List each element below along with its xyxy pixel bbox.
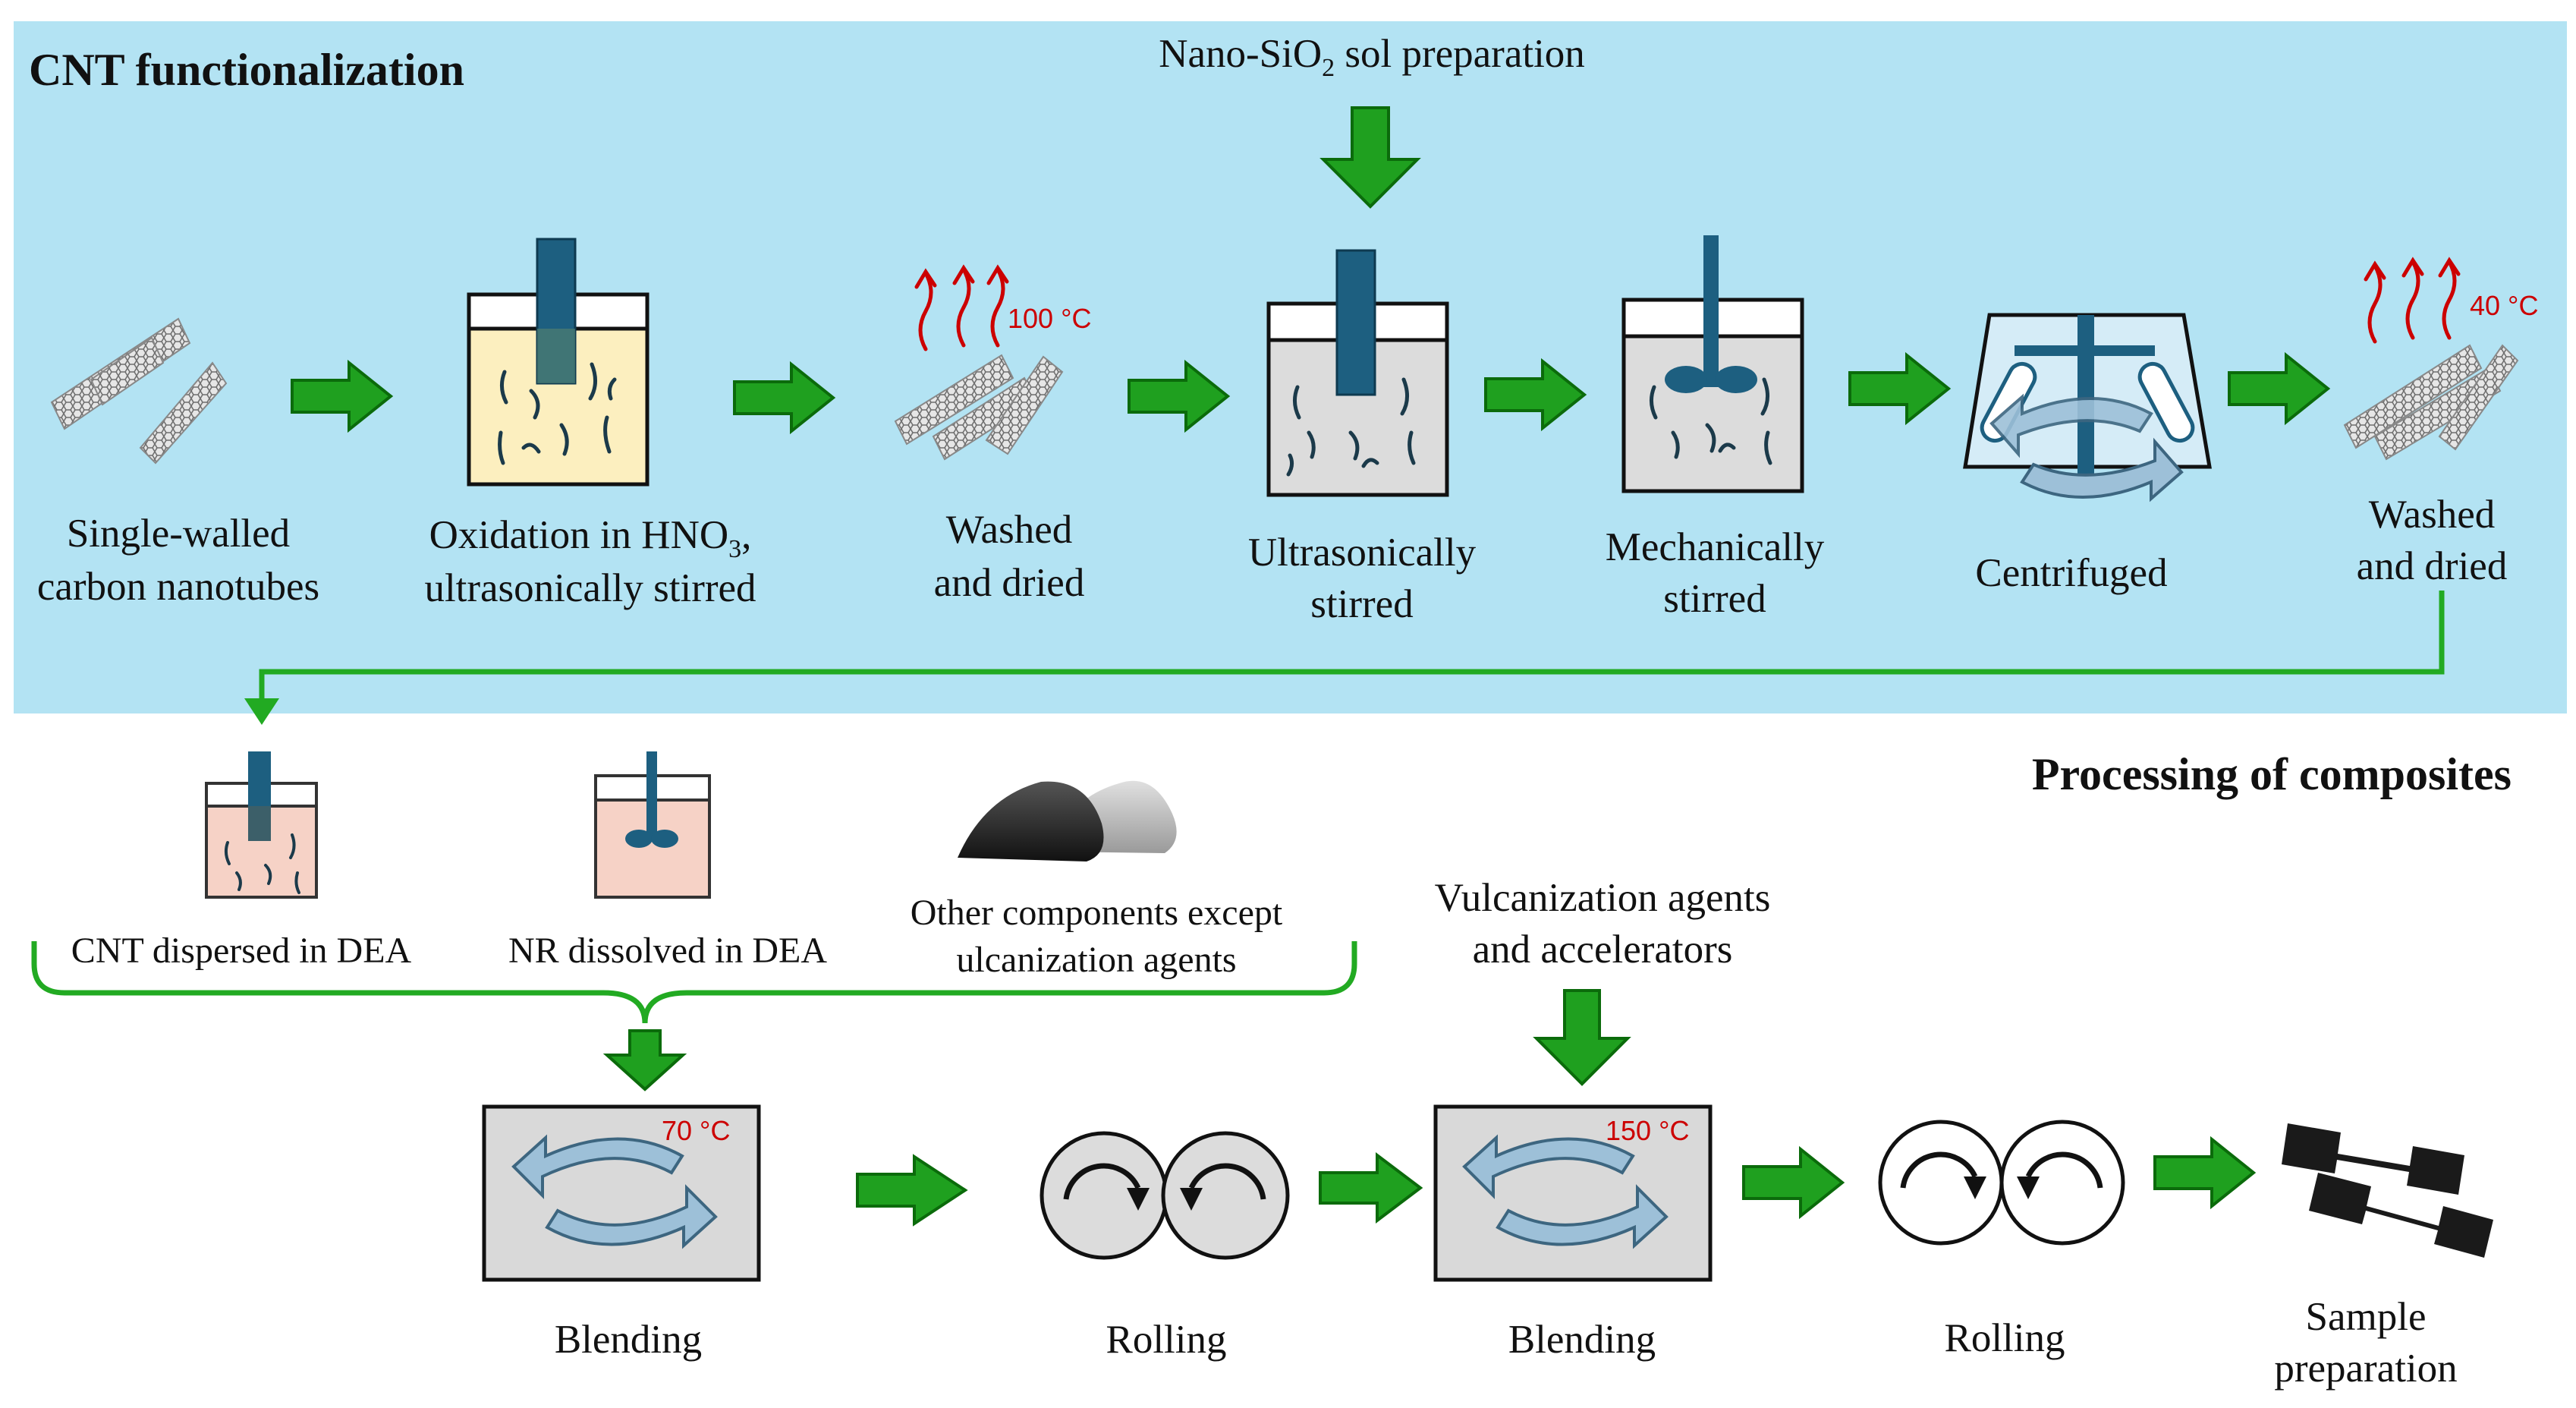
- flow-arrow: [856, 1154, 968, 1227]
- blending-mixer-icon: [1433, 1104, 1713, 1282]
- rolling-mill-icon: [1040, 1131, 1290, 1260]
- temp-label: 70 °C: [662, 1115, 730, 1146]
- processing-title: Processing of composites: [2032, 749, 2512, 799]
- vulcanization-label-line2: and accelerators: [1473, 928, 1733, 972]
- powder-piles-icon: [958, 780, 1177, 861]
- step5-label-line2: stirred: [1663, 577, 1766, 621]
- connector-arrowhead: [244, 698, 279, 725]
- vulcanization-label-line1: Vulcanization agents: [1435, 876, 1771, 920]
- flow-arrow: [1484, 358, 1587, 432]
- blending-label: Blending: [1508, 1318, 1656, 1362]
- step3-label-line1: Washed: [946, 508, 1072, 552]
- temp-label: 150 °C: [1606, 1115, 1689, 1146]
- flow-arrow: [2153, 1136, 2257, 1210]
- cnt-bundle-icon: [50, 317, 228, 465]
- blending-label: Blending: [555, 1318, 702, 1362]
- flow-arrow: [2228, 351, 2331, 426]
- merge-down-arrow: [602, 1029, 687, 1091]
- heat-waves-icon: [914, 264, 1009, 351]
- sio2-input-label: Nano-SiO2 sol preparation: [1159, 32, 1585, 82]
- temp-label: 40 °C: [2470, 290, 2538, 321]
- flow-arrow: [1742, 1145, 1845, 1220]
- step1-label-line2: carbon nanotubes: [37, 565, 319, 609]
- rolling-mill-icon: [1878, 1120, 2125, 1246]
- merge-bracket: [31, 941, 1357, 1024]
- flow-arrow: [733, 361, 836, 435]
- cnt-dea-beaker-icon: [205, 751, 318, 899]
- step4-label-line2: stirred: [1310, 582, 1413, 626]
- sample-label-line1: Sample: [2306, 1295, 2427, 1339]
- flow-arrow: [1128, 359, 1231, 433]
- step5-label-line1: Mechanically: [1606, 525, 1825, 569]
- other-components-label-line1: Other components except: [911, 893, 1283, 933]
- step3-label-line2: and dried: [934, 561, 1085, 605]
- flow-arrow: [1848, 351, 1952, 426]
- heat-waves-icon: [2364, 257, 2461, 344]
- other-components-label-line2: ulcanization agents: [956, 940, 1236, 980]
- dumbbell-specimen-icon: [2282, 1123, 2493, 1258]
- cnt-bundle-icon: [2343, 344, 2519, 461]
- blending-mixer-icon: [482, 1104, 761, 1282]
- nr-dea-beaker-icon: [594, 751, 711, 899]
- step2-label-line1: Oxidation in HNO3,: [429, 513, 752, 563]
- step7-label-line1: Washed: [2369, 493, 2495, 537]
- cnt-bundle-icon: [894, 354, 1064, 461]
- temp-label: 100 °C: [1008, 303, 1091, 334]
- step7-label-line2: and dried: [2357, 544, 2508, 588]
- step1-label-line1: Single-walled: [67, 512, 290, 556]
- flow-arrow: [291, 359, 394, 433]
- step2-label-line2: ultrasonically stirred: [424, 566, 756, 610]
- return-connector: [259, 591, 2445, 706]
- functionalization-title: CNT functionalization: [29, 45, 464, 95]
- step6-label-line1: Centrifuged: [1975, 551, 2167, 595]
- cnt-dea-label: CNT dispersed in DEA: [71, 931, 412, 971]
- mechanical-stirrer-beaker-icon: [1621, 235, 1804, 493]
- rolling-label: Rolling: [1106, 1318, 1226, 1362]
- centrifuge-icon: [1963, 313, 2212, 502]
- flow-arrow: [1319, 1151, 1423, 1224]
- vulcanization-down-arrow: [1533, 989, 1631, 1086]
- oxidation-beaker-icon: [467, 238, 650, 487]
- nr-dea-label: NR dissolved in DEA: [508, 931, 827, 971]
- rolling-label: Rolling: [1944, 1316, 2065, 1360]
- step4-label-line1: Ultrasonically: [1248, 531, 1477, 575]
- sio2-down-arrow: [1319, 106, 1421, 209]
- ultrasonic-beaker-icon: [1266, 249, 1449, 497]
- sample-label-line2: preparation: [2274, 1347, 2457, 1391]
